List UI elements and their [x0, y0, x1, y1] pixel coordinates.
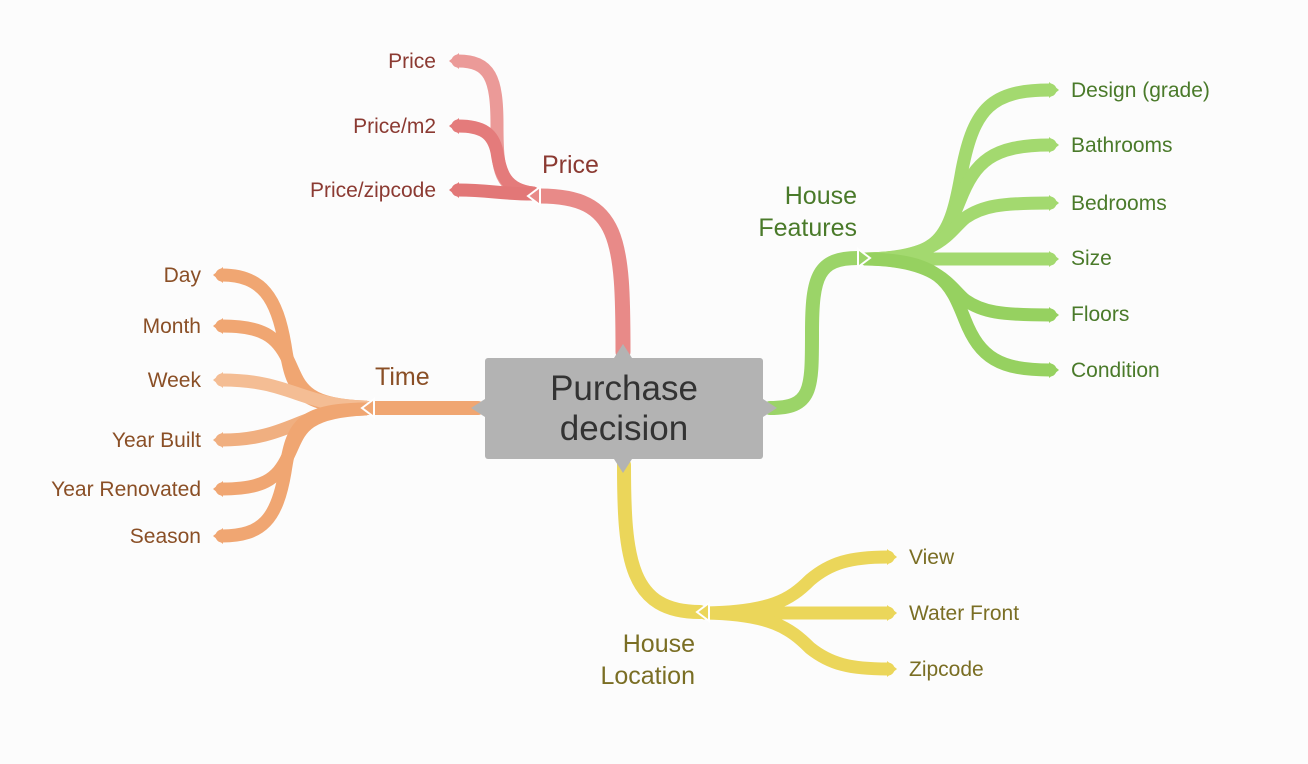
time-child-arrow: [213, 267, 223, 283]
leaf-view[interactable]: View: [909, 546, 955, 569]
location-child-arrow: [887, 661, 897, 677]
price-main-link: [532, 188, 631, 360]
leaf-condition[interactable]: Condition: [1071, 359, 1160, 382]
price-child-arrow: [449, 118, 459, 134]
house-location-line2: Location: [600, 662, 695, 690]
leaf-water-front[interactable]: Water Front: [909, 602, 1020, 625]
time-child-arrow: [213, 372, 223, 388]
features-child-arrow: [1049, 195, 1059, 211]
connector-arrow: [360, 397, 375, 419]
house-features-main-link: [763, 251, 865, 415]
leaf-day[interactable]: Day: [163, 264, 201, 287]
house-location-line1: House: [622, 630, 695, 658]
location-child-arrow: [887, 549, 897, 565]
price-branch-links: [449, 53, 631, 360]
leaf-bedrooms[interactable]: Bedrooms: [1071, 192, 1167, 215]
leaf-size[interactable]: Size: [1071, 247, 1112, 270]
leaf-year-renovated[interactable]: Year Renovated: [51, 478, 201, 501]
price-link-price-zipcode: [451, 183, 540, 201]
features-child-arrow: [1049, 362, 1059, 378]
connector-arrow: [695, 601, 710, 623]
branch-label-house-location[interactable]: House Location: [600, 628, 695, 692]
central-topic-node[interactable]: Purchase decision: [485, 358, 763, 459]
leaf-week[interactable]: Week: [147, 369, 201, 392]
leaf-year-built[interactable]: Year Built: [111, 429, 201, 452]
branch-label-time[interactable]: Time: [375, 363, 430, 391]
leaf-bathrooms[interactable]: Bathrooms: [1071, 134, 1173, 157]
central-topic-line2: decision: [559, 408, 689, 448]
branch-label-house-features[interactable]: House Features: [758, 180, 857, 244]
price-child-arrow: [449, 53, 459, 69]
house-location-branch-links: [617, 458, 897, 677]
price-link-price-m2: [451, 119, 540, 200]
price-child-arrow: [449, 182, 459, 198]
leaf-price-m2[interactable]: Price/m2: [353, 115, 436, 138]
leaf-season[interactable]: Season: [129, 525, 201, 548]
house-features-branch-links: [763, 82, 1059, 415]
time-child-arrow: [213, 318, 223, 334]
features-child-arrow: [1049, 307, 1059, 323]
features-link-condition: [859, 252, 1057, 377]
leaf-price[interactable]: Price: [388, 50, 436, 73]
features-child-arrow: [1049, 251, 1059, 267]
location-link-zipcode: [698, 606, 895, 676]
time-child-arrow: [213, 481, 223, 497]
house-features-line2: Features: [758, 214, 857, 242]
branch-label-price[interactable]: Price: [542, 151, 599, 179]
central-topic-line1: Purchase: [550, 368, 698, 408]
house-location-main-link: [617, 458, 707, 619]
leaf-floors[interactable]: Floors: [1071, 303, 1130, 326]
connector-arrow: [526, 185, 541, 207]
leaf-price-zipcode[interactable]: Price/zipcode: [309, 179, 436, 202]
features-child-arrow: [1049, 82, 1059, 98]
leaf-design-grade[interactable]: Design (grade): [1071, 79, 1210, 102]
time-branch-links: [213, 267, 485, 544]
location-link-view: [698, 550, 895, 620]
house-features-line1: House: [784, 182, 857, 210]
features-child-arrow: [1049, 137, 1059, 153]
leaf-month[interactable]: Month: [142, 315, 201, 338]
time-child-arrow: [213, 528, 223, 544]
time-child-arrow: [213, 432, 223, 448]
time-link-season: [215, 402, 372, 543]
location-child-arrow: [887, 605, 897, 621]
leaf-zipcode[interactable]: Zipcode: [909, 658, 984, 681]
connector-arrow: [857, 247, 872, 269]
branch-connector-arrows: [360, 185, 872, 623]
